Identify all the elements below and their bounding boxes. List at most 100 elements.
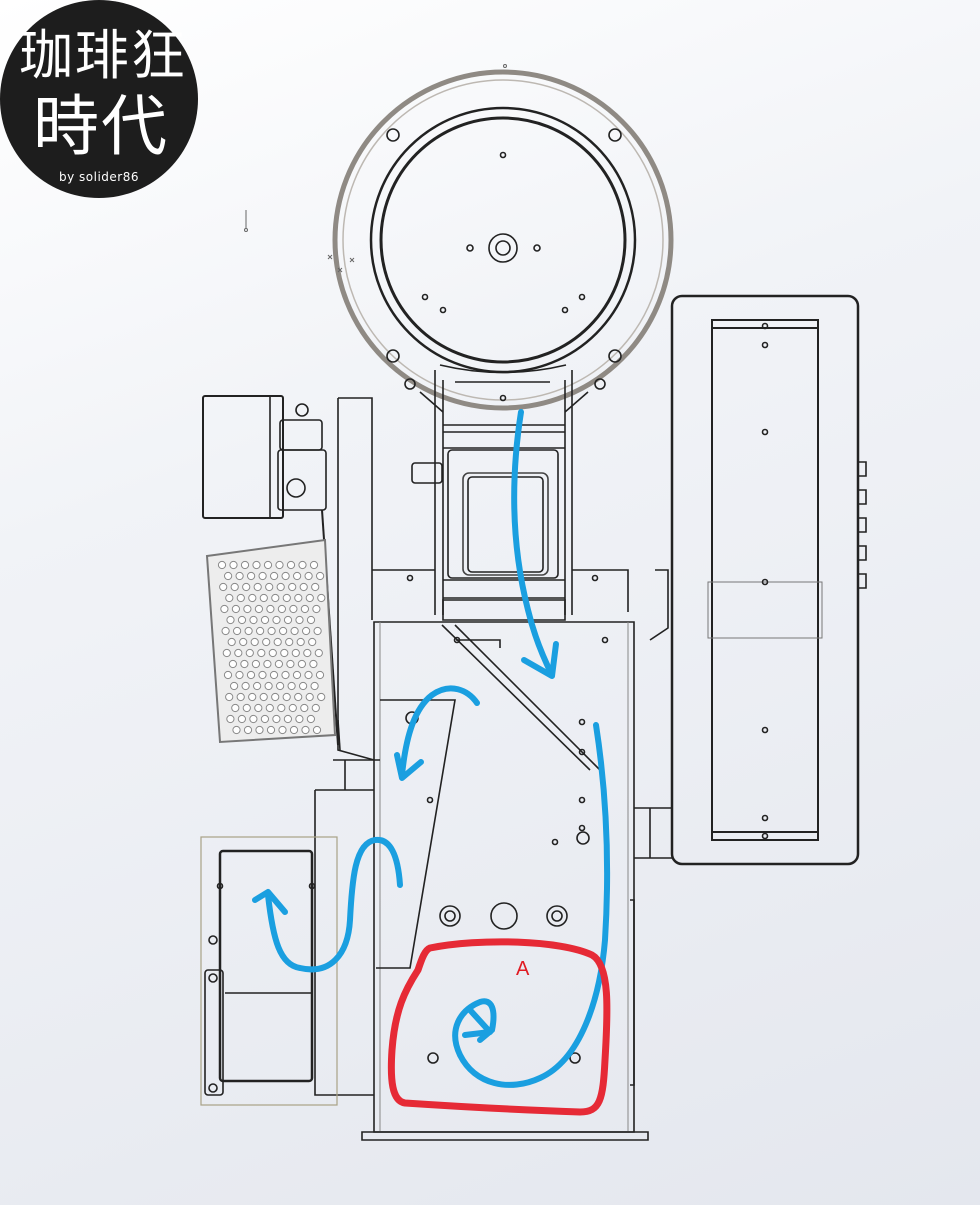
perforation-hole xyxy=(292,670,302,680)
chute-neck xyxy=(411,370,589,621)
perforation-hole xyxy=(281,571,290,581)
perforation-hole xyxy=(290,626,299,636)
perforation-hole xyxy=(263,560,273,570)
perforation-hole xyxy=(239,637,248,647)
perforation-hole xyxy=(221,626,230,636)
perforation-hole xyxy=(254,703,263,713)
perforation-hole xyxy=(241,681,250,691)
perforation-hole xyxy=(289,604,298,614)
perforation-hole xyxy=(229,560,238,570)
perforation-hole xyxy=(257,648,266,658)
perforation-hole xyxy=(296,637,305,647)
perforation-hole xyxy=(308,637,317,647)
perforation-hole xyxy=(303,648,312,658)
perforation-hole xyxy=(298,560,307,570)
perforation-hole xyxy=(282,593,291,603)
perforation-hole xyxy=(231,703,240,713)
perforation-hole xyxy=(288,703,297,713)
perforation-hole xyxy=(289,725,299,735)
perforation-hole xyxy=(280,648,289,658)
perforation-hole xyxy=(293,571,302,581)
airflow-arrows xyxy=(252,409,611,1088)
perforation-hole xyxy=(246,670,256,680)
perforation-hole xyxy=(262,637,271,647)
perforation-hole xyxy=(240,560,250,570)
perforation-hole xyxy=(268,648,277,658)
perforation-hole xyxy=(315,670,325,680)
perforation-hole xyxy=(249,714,258,724)
perforation-hole xyxy=(222,648,231,658)
perforation-hole xyxy=(295,714,304,724)
perforation-hole xyxy=(271,692,280,702)
logo-title-line1: 珈琲狂 xyxy=(19,24,187,87)
perforation-hole xyxy=(230,681,239,691)
perforation-hole xyxy=(263,659,272,669)
perforation-hole xyxy=(287,681,296,691)
perforation-hole xyxy=(311,703,320,713)
perforation-hole xyxy=(281,670,290,680)
perforation-hole xyxy=(273,637,282,647)
perforation-hole xyxy=(300,703,309,713)
perforation-hole xyxy=(285,637,294,647)
perforation-hole xyxy=(274,659,283,669)
perforation-hole xyxy=(302,626,311,636)
perforation-hole xyxy=(237,615,247,625)
perforation-hole xyxy=(283,714,292,724)
perforation-hole xyxy=(252,560,261,570)
perforation-hole xyxy=(223,670,233,680)
perforation-hole xyxy=(247,571,256,581)
perforation-hole xyxy=(259,692,268,702)
right-cabinet xyxy=(634,294,867,866)
perforation-hole xyxy=(224,571,233,581)
perforation-hole xyxy=(288,582,297,592)
perforation-hole xyxy=(265,703,274,713)
perforation-hole xyxy=(276,582,285,592)
perforation-hole xyxy=(304,571,313,581)
perforation-hole xyxy=(260,615,270,625)
perforation-hole xyxy=(282,692,291,702)
perforation-hole xyxy=(306,615,316,625)
perforation-hole xyxy=(256,626,265,636)
perforation-hole xyxy=(305,593,314,603)
perforation-hole xyxy=(253,681,262,691)
perforation-hole xyxy=(310,681,319,691)
perforation-hole xyxy=(300,604,309,614)
perforation-hole xyxy=(219,582,228,592)
perforated-panel xyxy=(205,538,337,744)
perforation-hole xyxy=(299,582,308,592)
perforation-hole xyxy=(233,626,242,636)
perforation-hole xyxy=(294,593,303,603)
perforation-hole xyxy=(259,593,268,603)
perforation-hole xyxy=(305,692,314,702)
perforation-hole xyxy=(265,582,274,592)
perforation-hole xyxy=(245,648,254,658)
perforation-hole xyxy=(260,714,269,724)
perforation-hole xyxy=(306,714,315,724)
perforation-hole xyxy=(272,714,281,724)
perforation-hole xyxy=(225,692,234,702)
perforation-hole xyxy=(297,659,306,669)
perforation-hole xyxy=(317,692,326,702)
perforation-hole xyxy=(234,648,243,658)
perforation-hole xyxy=(271,593,280,603)
perforation-hole xyxy=(258,571,267,581)
perforation-hole xyxy=(226,714,235,724)
perforation-hole xyxy=(242,582,251,592)
perforation-hole xyxy=(295,615,304,625)
perforation-hole xyxy=(255,725,264,735)
perforation-hole xyxy=(270,571,279,581)
perforation-hole xyxy=(232,725,241,735)
region-a-highlight xyxy=(387,938,611,1116)
perforation-hole xyxy=(228,659,237,669)
region-a-label: A xyxy=(516,958,530,980)
perforation-hole xyxy=(317,593,326,603)
perforation-hole xyxy=(313,626,322,636)
perforation-hole xyxy=(279,626,288,636)
perforation-hole xyxy=(309,560,319,570)
perforation-hole xyxy=(301,725,310,735)
perforation-hole xyxy=(217,560,227,570)
perforation-hole xyxy=(277,703,286,713)
construction-marks xyxy=(244,64,507,273)
logo-title-line2: 時代 xyxy=(33,88,169,165)
